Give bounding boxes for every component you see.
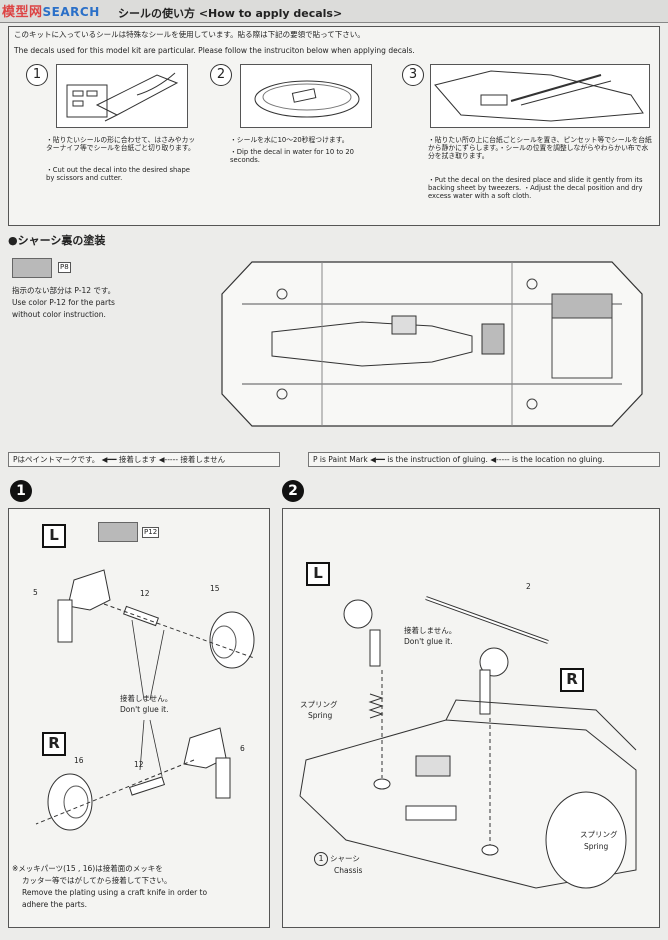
decal-step-2-number: 2: [210, 64, 232, 86]
step-1-part-5: 5: [33, 588, 38, 597]
water-dish-drawing: [254, 80, 360, 118]
decal-step-1-illustration: [56, 64, 188, 128]
decal-step-2-en: ・Dip the decal in water for 10 to 20 sec…: [230, 148, 354, 165]
step-2-noglue-jp: 接着しません。: [404, 626, 457, 635]
legend-en: P is Paint Mark ◀━━ is the instruction o…: [308, 452, 660, 467]
decals-title: シールの使い方 <How to apply decals>: [118, 7, 343, 20]
step-1-number: 1: [10, 480, 32, 502]
chassis-note-jp: 指示のない部分は P-12 です。: [12, 286, 116, 295]
step-1-paint-mark-number: 12: [148, 528, 158, 536]
watermark-logo: 模型网SEARCH: [2, 1, 100, 20]
chassis-paint-mark-number: 8: [64, 263, 69, 271]
step-1-left-label: L: [42, 524, 66, 548]
chassis-note-en-2: without color instruction.: [12, 310, 106, 319]
step-1-note-jp-2: カッター等ではがしてから接着して下さい。: [22, 876, 172, 885]
step-1-noglue-jp: 接着しません。: [120, 694, 173, 703]
step-2-right-label: R: [560, 668, 584, 692]
legend-jp: Pはペイントマークです。 ◀━━ 接着します ◀----- 接着しません: [8, 452, 280, 467]
chassis-underside-drawing: [221, 261, 643, 427]
decal-step-3-illustration: [430, 64, 650, 128]
step-1-part-6: 6: [240, 744, 245, 753]
step-2-spring2-jp: スプリング: [580, 830, 618, 839]
cutting-decal-drawing: [66, 72, 179, 122]
applying-decal-drawing: [434, 70, 644, 122]
step-1-part-15: 15: [210, 584, 220, 593]
step-1-part-16: 16: [74, 756, 84, 765]
step-1-hub-assembly-drawing: [35, 569, 255, 831]
step-2-part-2: 2: [526, 582, 531, 591]
step-2-left-label: L: [306, 562, 330, 586]
step-2-chassis-jp: シャーシ: [330, 854, 360, 863]
decal-step-2-jp: ・シールを水に10〜20秒程つけます。: [230, 136, 349, 144]
decal-step-1-jp: ・貼りたいシールの形に合わせて、はさみやカッターナイフ等でシールを台紙ごと切り取…: [46, 136, 196, 153]
step-2-chassis-en: Chassis: [334, 866, 363, 875]
step-1-note-en-1: Remove the plating using a craft knife i…: [22, 888, 208, 897]
decal-step-1-number: 1: [26, 64, 48, 86]
step-1-note-jp-1: ※メッキパーツ(15 , 16)は接着面のメッキを: [12, 864, 163, 873]
chassis-paint-mark: P8: [58, 262, 71, 273]
step-1-right-label: R: [42, 732, 66, 756]
header-bar: [0, 0, 668, 23]
decal-step-3-en: ・Put the decal on the desired place and …: [428, 176, 643, 201]
decal-step-1-en: ・Cut out the decal into the desired shap…: [46, 166, 190, 183]
step-2-spring-jp: スプリング: [300, 700, 338, 709]
step-1-note-en-2: adhere the parts.: [22, 900, 88, 909]
watermark-text-1: 模型网: [2, 5, 43, 20]
step-2-front-suspension-drawing: [299, 596, 637, 889]
decals-intro-en: The decals used for this model kit are p…: [14, 46, 415, 55]
step-2-noglue-en: Don't glue it.: [404, 637, 453, 646]
watermark-text-2: SEARCH: [42, 5, 100, 19]
decal-step-3-number: 3: [402, 64, 424, 86]
step-1-paint-mark: P12: [142, 527, 160, 538]
decal-step-2-illustration: [240, 64, 372, 128]
step-1-noglue-en: Don't glue it.: [120, 705, 169, 714]
step-2-spring-en: Spring: [308, 711, 333, 720]
step-1-part-12a: 12: [140, 589, 150, 598]
step-1-color-swatch: [98, 522, 138, 542]
step-2-spring2-en: Spring: [584, 842, 609, 851]
chassis-note-en-1: Use color P-12 for the parts: [12, 298, 115, 307]
step-1-panel: [8, 508, 270, 928]
decals-intro-jp: このキットに入っているシールは特殊なシールを使用しています。貼る際は下記の要領で…: [14, 30, 365, 39]
step-1-part-12b: 12: [134, 760, 144, 769]
decal-step-3-jp: ・貼りたい所の上に台紙ごとシールを置き、ピンセット等でシールを台紙から静かにずら…: [428, 136, 652, 161]
chassis-paint-title: ●シャーシ裏の塗装: [8, 234, 106, 247]
chassis-color-swatch: [12, 258, 52, 278]
step-2-number: 2: [282, 480, 304, 502]
step-2-chassis-number: 1: [314, 852, 328, 866]
